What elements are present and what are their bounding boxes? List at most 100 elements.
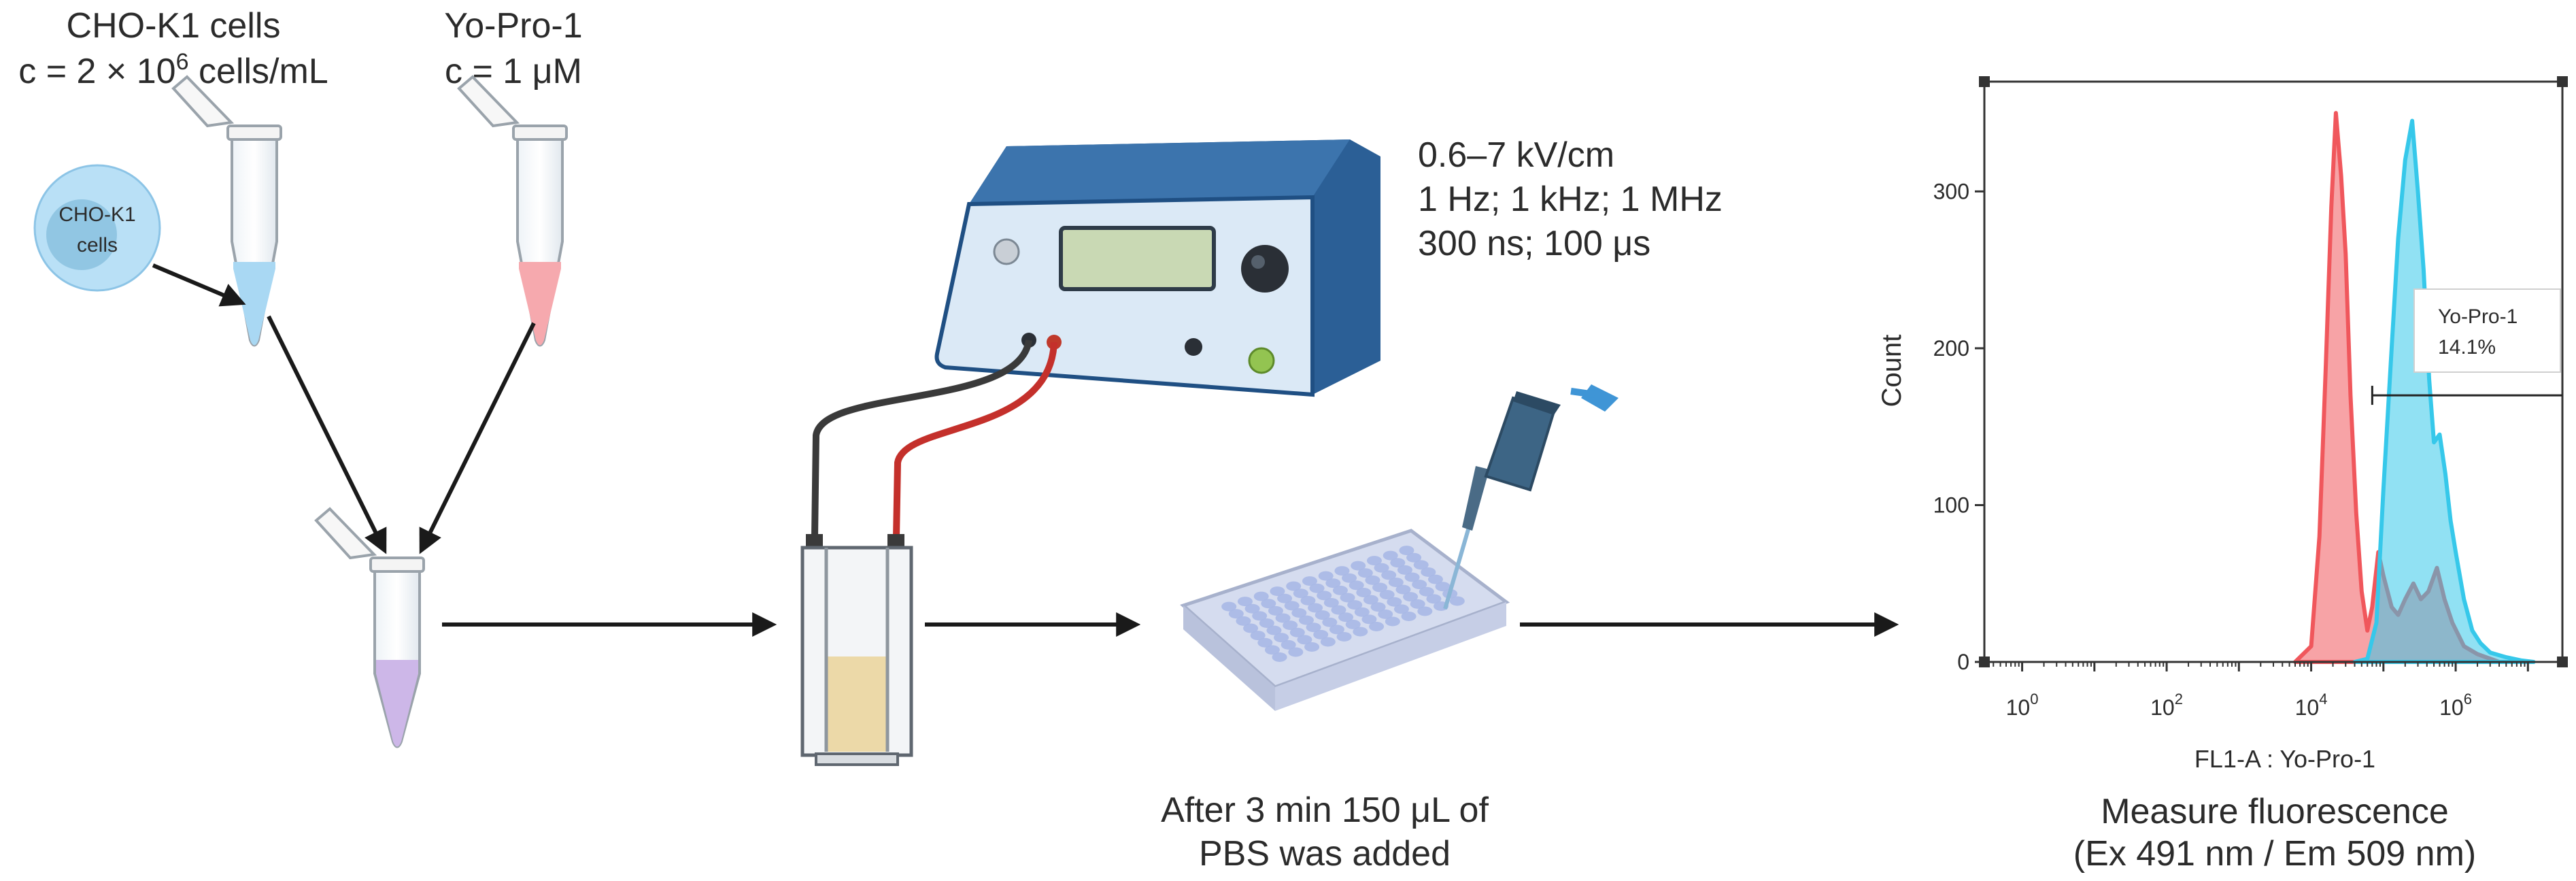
well: [1306, 622, 1321, 633]
well: [1385, 616, 1400, 627]
well-plate-icon: [1180, 529, 1510, 711]
well: [1264, 645, 1280, 655]
param-pulse-duration: 300 ns; 100 μs: [1418, 224, 1650, 263]
x-tick-label: 104: [2295, 691, 2328, 720]
electroporator-icon: [934, 139, 1380, 397]
well: [1243, 623, 1259, 633]
well: [1302, 576, 1317, 586]
well: [1347, 600, 1363, 610]
well: [1410, 599, 1425, 609]
well: [1270, 586, 1285, 597]
well: [1372, 582, 1388, 593]
well: [1250, 631, 1266, 641]
well: [1403, 592, 1419, 602]
well: [1272, 652, 1287, 662]
well: [1342, 573, 1357, 583]
well: [1286, 581, 1302, 591]
gate-label-box: Yo-Pro-1 14.1%: [2413, 288, 2561, 373]
well: [1297, 635, 1312, 645]
well: [1381, 570, 1397, 580]
well: [1228, 609, 1244, 619]
well: [1323, 597, 1339, 608]
frame-handle-tr: [2557, 76, 2568, 87]
well: [1397, 565, 1412, 575]
well: [1332, 585, 1348, 595]
well: [1313, 629, 1329, 639]
well: [1268, 605, 1283, 616]
plate-wells: [1221, 546, 1465, 662]
mixed-tube-icon: [314, 507, 425, 748]
well: [1283, 620, 1298, 631]
well: [1353, 627, 1368, 637]
dye-tube-icon: [457, 75, 568, 347]
arrow-cells-to-mix: [267, 315, 387, 554]
well: [1317, 591, 1332, 601]
black-cable: [811, 339, 1032, 538]
well: [1374, 563, 1389, 573]
well: [1336, 631, 1352, 642]
well: [1291, 608, 1307, 618]
well: [1281, 639, 1296, 650]
electroporator-parameters: 0.6–7 kV/cm 1 Hz; 1 kHz; 1 MHz 300 ns; 1…: [1418, 135, 1723, 263]
well: [1325, 578, 1341, 588]
cells-conc-exponent: 6: [176, 49, 189, 75]
cells-conc-prefix: c = 2 × 10: [18, 52, 175, 91]
x-tick-label: 100: [2006, 691, 2039, 720]
well: [1298, 615, 1314, 625]
gate-label-name: Yo-Pro-1: [2438, 305, 2518, 328]
well: [1257, 637, 1273, 648]
cells-conc-unit: cells/mL: [199, 52, 328, 91]
frame-handle-br: [2557, 656, 2568, 667]
well: [1318, 571, 1334, 581]
well: [1404, 572, 1420, 582]
well: [1304, 642, 1320, 652]
well: [1221, 601, 1237, 612]
well: [1412, 580, 1427, 590]
well: [1274, 633, 1289, 643]
well: [1288, 647, 1304, 657]
well: [1435, 582, 1451, 592]
plate-caption-line2: PBS was added: [1199, 834, 1451, 874]
well: [1289, 627, 1305, 637]
well: [1395, 584, 1411, 595]
series-area-1: [2352, 118, 2536, 664]
well: [1417, 606, 1433, 616]
cuvette-icon: [800, 534, 913, 766]
well: [1253, 591, 1269, 601]
param-field-strength: 0.6–7 kV/cm: [1418, 135, 1614, 175]
well: [1284, 601, 1300, 611]
well: [1419, 586, 1434, 597]
cells-label: CHO-K1 cells: [67, 6, 281, 46]
well: [1315, 610, 1330, 620]
cells-concentration: c = 2 × 106 cells/mL: [18, 49, 328, 91]
well: [1322, 617, 1338, 627]
x-axis-label: FL1-A : Yo-Pro-1: [2194, 745, 2375, 773]
well: [1413, 560, 1429, 570]
well: [1387, 597, 1402, 607]
measure-caption-line1: Measure fluorescence: [2101, 792, 2449, 831]
well: [1308, 603, 1323, 613]
well: [1363, 595, 1378, 605]
well: [1244, 603, 1260, 614]
well: [1345, 619, 1361, 629]
y-axis-label: Count: [1877, 335, 1907, 408]
well: [1421, 567, 1436, 577]
well: [1406, 552, 1422, 563]
well: [1426, 594, 1442, 604]
y-tick-label: 100: [1933, 493, 1969, 517]
well: [1449, 596, 1465, 606]
well: [1366, 556, 1382, 566]
well: [1356, 587, 1372, 597]
well: [1354, 607, 1370, 617]
frame-handle-tl: [1979, 76, 1990, 87]
well: [1365, 575, 1380, 585]
well: [1293, 588, 1308, 599]
well: [1361, 614, 1377, 625]
well: [1275, 613, 1291, 623]
well: [1379, 590, 1395, 600]
well: [1370, 602, 1386, 612]
well: [1383, 550, 1398, 561]
cells-tube-icon: [171, 75, 282, 347]
